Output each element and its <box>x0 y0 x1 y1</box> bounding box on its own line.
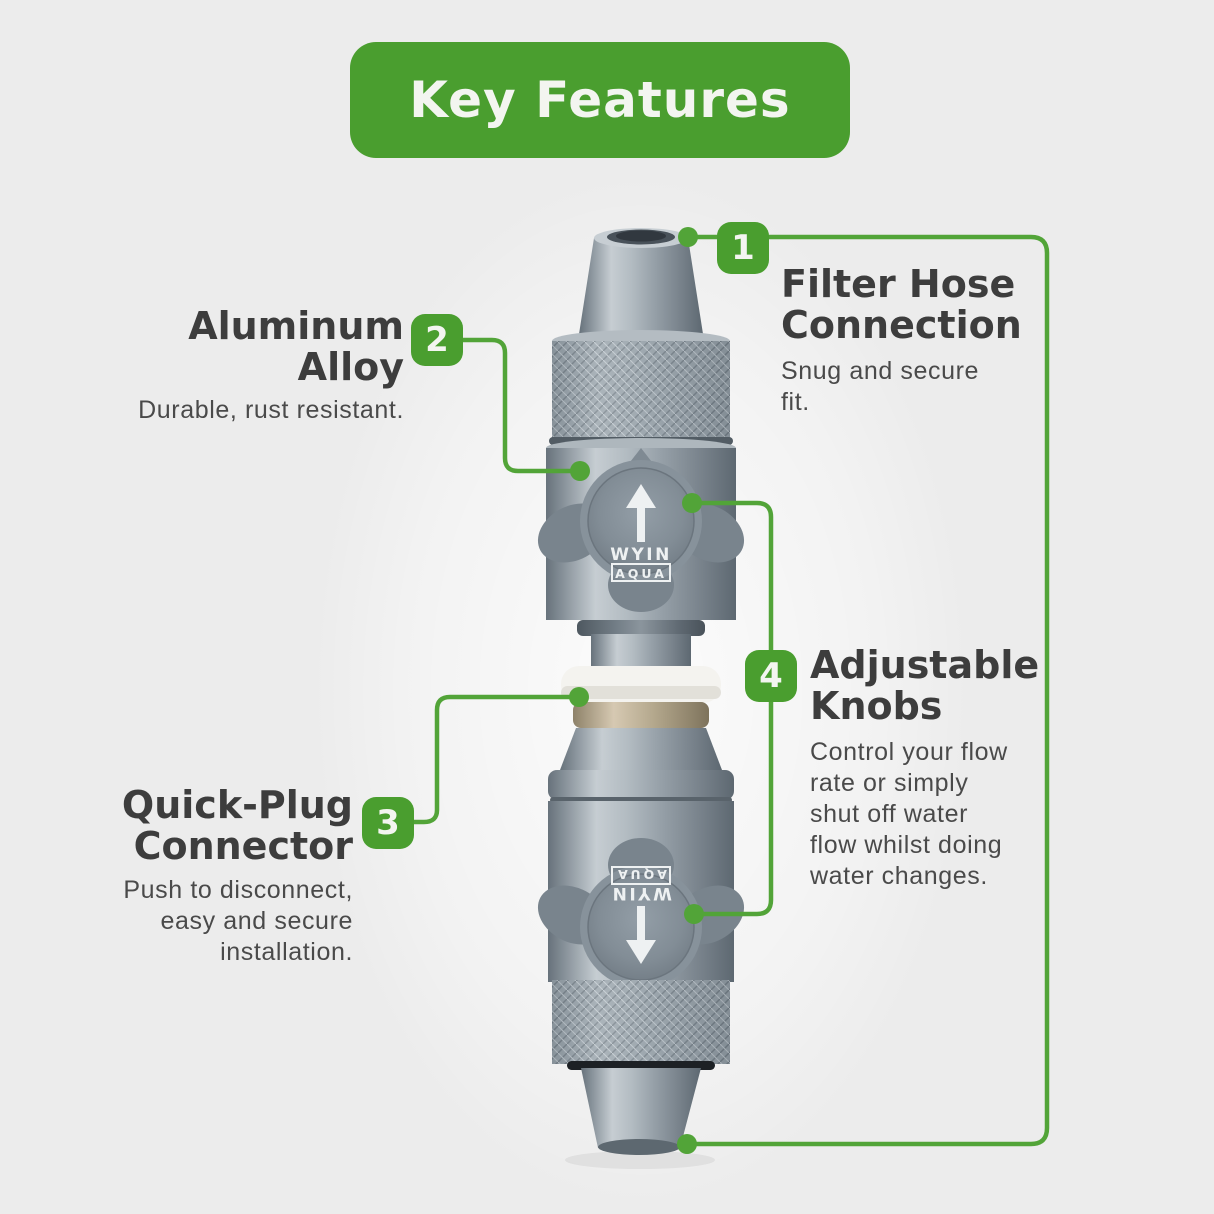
upper-knurled-nut <box>549 330 733 445</box>
connector-dot-1-bottom <box>677 1134 697 1154</box>
product-shadow <box>565 1151 715 1169</box>
feature-2-title: Aluminum Alloy <box>188 304 404 389</box>
page-title: Key Features <box>409 71 791 129</box>
flow-arrow-down-icon <box>626 906 656 964</box>
feature-2-description: Durable, rust resistant. <box>138 396 404 424</box>
feature-1-title: Filter Hose Connection <box>781 262 1022 347</box>
connector-dot-2 <box>570 461 590 481</box>
feature-3-callout: Quick-Plug Connector Push to disconnect,… <box>122 785 353 968</box>
connector-line-2 <box>462 337 579 474</box>
brand-line2: AQUA <box>615 867 667 882</box>
feature-2-badge: 2 <box>411 314 463 366</box>
bottom-nozzle <box>581 1068 701 1155</box>
key-features-pill: Key Features <box>350 42 850 158</box>
upper-adjustable-knob: WYIN AQUA <box>537 448 745 612</box>
brass-collar <box>573 702 709 728</box>
feature-4-title: Adjustable Knobs <box>810 643 1040 728</box>
brand-wordmark-lower: WYIN AQUA <box>610 866 672 903</box>
brand-line1: WYIN <box>610 883 672 903</box>
brand-line2: AQUA <box>615 566 667 581</box>
connector-line-4 <box>692 500 774 917</box>
feature-3-description: Push to disconnect, easy and secure inst… <box>123 876 353 966</box>
lower-knurled-nut <box>552 980 730 1070</box>
quick-plug-connector-product: WYIN AQUA <box>537 228 745 1169</box>
feature-2-callout: Aluminum Alloy Durable, rust resistant. <box>138 306 404 426</box>
brand-line1: WYIN <box>610 545 672 565</box>
feature-3-title: Quick-Plug Connector <box>121 783 353 868</box>
feature-3-badge: 3 <box>362 797 414 849</box>
feature-4-description: Control your flow rate or simply shut of… <box>810 738 1008 890</box>
callout-connectors <box>414 234 1050 1147</box>
quick-plug-coupling <box>560 666 722 770</box>
feature-1-description: Snug and secure fit. <box>781 357 980 416</box>
connector-dot-4-top <box>682 493 702 513</box>
flow-arrow-up-icon <box>626 484 656 542</box>
connector-line-3 <box>414 694 578 825</box>
top-nozzle <box>579 228 703 334</box>
connector-dot-3 <box>569 687 589 707</box>
callout-anchor-dots <box>569 227 704 1154</box>
o-ring <box>567 1061 715 1070</box>
connector-dot-1-top <box>678 227 698 247</box>
feature-4-badge: 4 <box>745 650 797 702</box>
connector-line-1 <box>688 234 1050 1147</box>
brand-wordmark-upper: WYIN AQUA <box>610 545 672 582</box>
feature-4-callout: Adjustable Knobs Control your flow rate … <box>810 645 1039 892</box>
connector-dot-4-bottom <box>684 904 704 924</box>
feature-1-badge: 1 <box>717 222 769 274</box>
feature-1-callout: Filter Hose Connection Snug and secure f… <box>781 264 1022 418</box>
